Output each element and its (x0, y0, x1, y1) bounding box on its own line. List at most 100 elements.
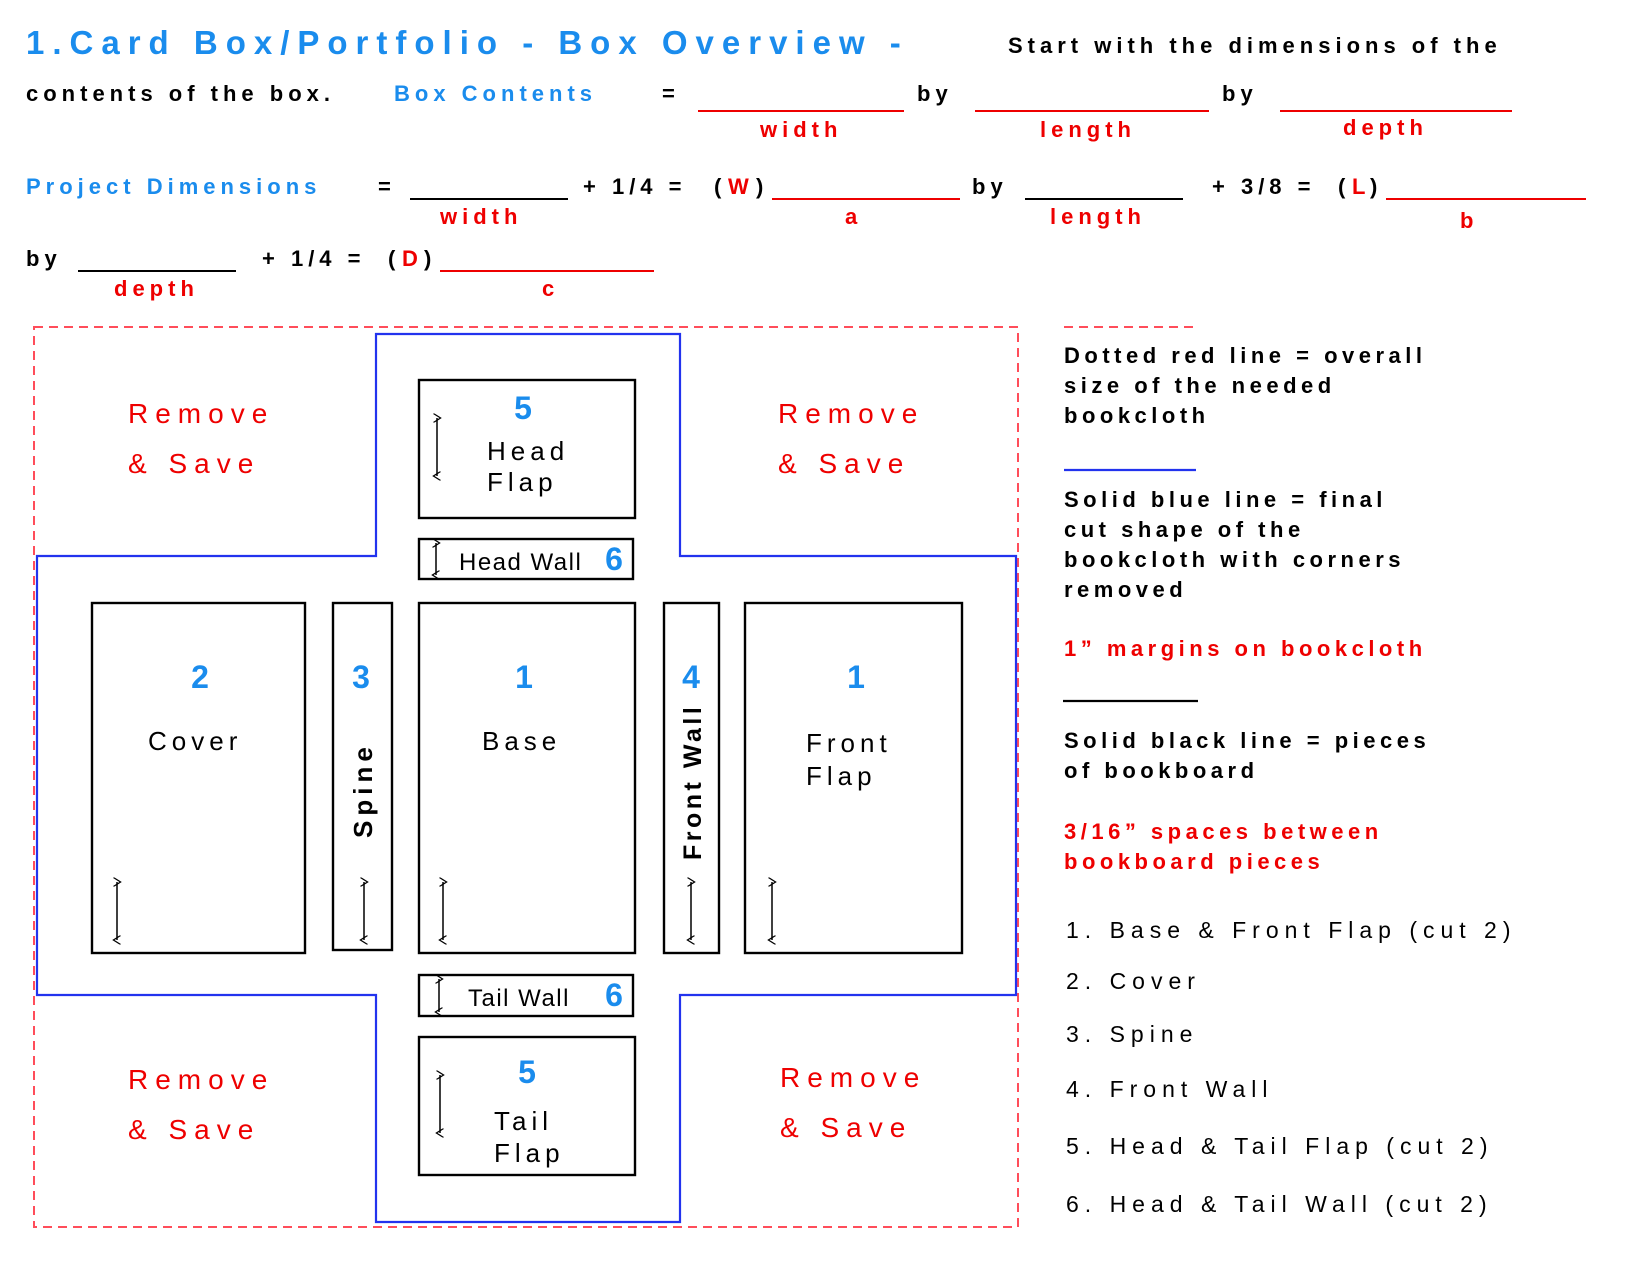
length-addend: + 3/8 = (1212, 174, 1316, 199)
page-title: 1.Card Box/Portfolio - Box Overview - (26, 24, 909, 61)
piece-number: 3 (352, 659, 370, 695)
box-contents-label: Box Contents (394, 81, 597, 106)
tail-wall-piece (417, 973, 635, 1018)
project-dimensions-label: Project Dimensions (26, 174, 322, 199)
parts-list-item: 6. Head & Tail Wall (cut 2) (1066, 1191, 1493, 1217)
width-open-paren: ( (714, 174, 727, 199)
legend-solid-black: Solid black line = pieces of bookboard (1064, 726, 1430, 786)
legend-line: Solid black line = pieces (1064, 728, 1431, 753)
bookcloth-outline (33, 326, 1019, 1228)
parts-list-item: 4. Front Wall (1066, 1076, 1274, 1102)
piece-label: Tail (494, 1106, 553, 1136)
piece-label: Head Wall (459, 549, 582, 576)
piece-label: Spine (348, 742, 378, 838)
parts-list-item: 5. Head & Tail Flap (cut 2) (1066, 1133, 1494, 1159)
cut-shape-outline (35, 332, 1018, 1224)
front-flap-piece (743, 601, 964, 955)
legend-line: bookboard pieces (1064, 849, 1325, 874)
corner-remove-label: Remove (128, 1064, 274, 1095)
by-text: by (972, 174, 1008, 199)
box-contents-width-field[interactable] (698, 110, 904, 112)
parts-list-item: 1. Base & Front Flap (cut 2) (1066, 917, 1517, 943)
project-width-field[interactable] (410, 198, 568, 200)
depth-close-paren: ) (424, 246, 437, 271)
length-open-paren: ( (1338, 174, 1351, 199)
piece-number: 5 (518, 1054, 536, 1090)
legend-dotted-red: Dotted red line = overall size of the ne… (1064, 341, 1427, 431)
parts-list-item: 3. Spine (1066, 1021, 1199, 1047)
piece-number: 1 (515, 659, 533, 695)
corner-save-label: & Save (778, 448, 910, 479)
base-piece (417, 601, 637, 955)
piece-number: 4 (682, 659, 700, 695)
legend-solid-blue: Solid blue line = final cut shape of the… (1064, 485, 1405, 605)
head-flap-piece (417, 378, 637, 520)
piece-label: Head (487, 436, 569, 466)
legend-line: bookcloth (1064, 403, 1210, 428)
piece-number: 6 (605, 541, 623, 577)
tail-flap-piece (417, 1035, 637, 1177)
piece-label: Base (482, 726, 561, 756)
box-contents-width-label: width (760, 117, 843, 142)
intro-text-line2: contents of the box. (26, 81, 335, 106)
depth-open-paren: ( (388, 246, 401, 271)
front-wall-piece (662, 601, 721, 955)
result-c-label: c (542, 276, 560, 301)
length-letter: L (1352, 174, 1371, 199)
legend-line: 3/16” spaces between (1064, 819, 1383, 844)
box-contents-length-label: length (1040, 117, 1136, 142)
piece-number: 5 (514, 390, 532, 426)
box-contents-equals: = (662, 81, 680, 106)
legend-line: cut shape of the (1064, 517, 1305, 542)
legend-line: Dotted red line = overall (1064, 343, 1427, 368)
piece-label: Flap (494, 1138, 565, 1168)
box-contents-depth-label: depth (1343, 115, 1428, 140)
length-close-paren: ) (1370, 174, 1383, 199)
depth-letter: D (402, 246, 423, 271)
project-equals: = (378, 174, 396, 199)
parts-list-item: 2. Cover (1066, 968, 1201, 994)
piece-label: Tail Wall (468, 985, 570, 1012)
result-c-field[interactable] (440, 270, 654, 272)
by-text: by (1222, 81, 1258, 106)
by-text: by (917, 81, 953, 106)
by-text: by (26, 246, 62, 271)
legend-line: of bookboard (1064, 758, 1259, 783)
piece-label: Front Wall (679, 704, 707, 860)
result-b-label: b (1460, 208, 1479, 233)
legend-margins: 1” margins on bookcloth (1064, 636, 1427, 661)
corner-save-label: & Save (128, 1114, 260, 1145)
result-a-field[interactable] (772, 198, 960, 200)
project-width-label: width (440, 204, 523, 229)
cover-piece (90, 601, 307, 955)
corner-remove-label: Remove (780, 1062, 926, 1093)
width-addend: + 1/4 = (583, 174, 687, 199)
legend-line: size of the needed (1064, 373, 1336, 398)
legend-spaces: 3/16” spaces between bookboard pieces (1064, 817, 1383, 877)
corner-remove-label: Remove (128, 398, 274, 429)
corner-save-label: & Save (780, 1112, 912, 1143)
piece-label: Flap (487, 467, 558, 497)
box-contents-length-field[interactable] (975, 110, 1209, 112)
legend-line: Solid blue line = final (1064, 487, 1387, 512)
head-wall-piece (417, 537, 635, 581)
piece-label: Front (806, 728, 892, 758)
box-contents-depth-field[interactable] (1280, 110, 1512, 112)
piece-number: 6 (605, 977, 623, 1013)
depth-addend: + 1/4 = (262, 246, 366, 271)
project-depth-label: depth (114, 276, 199, 301)
width-letter: W (728, 174, 754, 199)
piece-number: 1 (847, 659, 865, 695)
corner-save-label: & Save (128, 448, 260, 479)
project-length-label: length (1050, 204, 1146, 229)
result-b-field[interactable] (1386, 198, 1586, 200)
piece-label: Cover (148, 726, 242, 756)
intro-text-line1: Start with the dimensions of the (1008, 33, 1502, 58)
width-close-paren: ) (756, 174, 769, 199)
spine-piece (331, 601, 394, 952)
legend-line: removed (1064, 577, 1188, 602)
legend-line: bookcloth with corners (1064, 547, 1406, 572)
project-depth-field[interactable] (78, 270, 236, 272)
project-length-field[interactable] (1025, 198, 1183, 200)
